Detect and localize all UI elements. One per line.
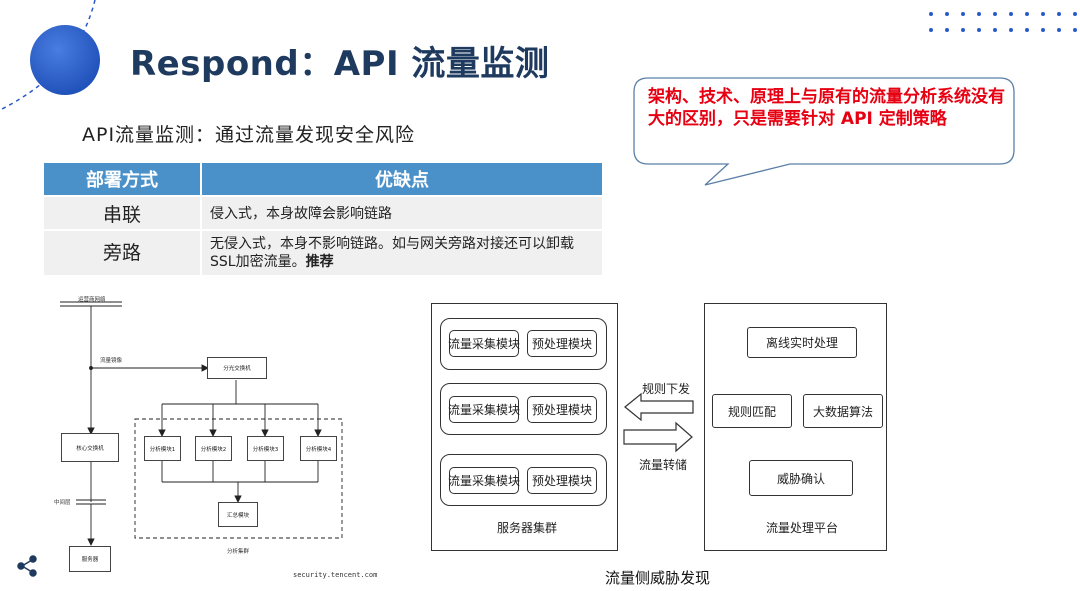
deployment-table: 部署方式 优缺点 串联 侵入式，本身故障会影响链路 旁路 无侵入式，本身不影响链… xyxy=(44,163,602,275)
right-diagram-arrows xyxy=(623,392,694,453)
page-title: Respond：API 流量监测 xyxy=(130,44,550,84)
table-row: 旁路 无侵入式，本身不影响链路。如与网关旁路对接还可以卸载SSL加密流量。推荐 xyxy=(44,229,602,275)
core-switch-box: 核心交换机 xyxy=(61,433,119,462)
middle-layer-label: 中间层 xyxy=(54,500,71,506)
server-cluster-label: 服务器集群 xyxy=(497,521,558,535)
analysis-module-box: 分析模块2 xyxy=(195,436,232,461)
recommend-emphasis: 推荐 xyxy=(305,254,334,270)
splitter-box: 分光交换机 xyxy=(207,357,267,379)
threat-confirm-box: 威胁确认 xyxy=(749,460,853,496)
header-method: 部署方式 xyxy=(44,163,202,196)
desc-text: 侵入式，本身故障会影响链路 xyxy=(210,206,392,222)
desc-cell: 侵入式，本身故障会影响链路 xyxy=(201,195,602,230)
desc-cell: 无侵入式，本身不影响链路。如与网关旁路对接还可以卸载SSL加密流量。推荐 xyxy=(201,229,602,275)
table-row: 串联 侵入式，本身故障会影响链路 xyxy=(44,195,602,230)
watermark: security.tencent.com xyxy=(293,571,378,579)
callout-text: 架构、技术、原理上与原有的流量分析系统没有大的区别，只是需要针对 API 定制策… xyxy=(648,87,1005,129)
blue-ball xyxy=(30,25,100,95)
preprocess-module: 预处理模块 xyxy=(527,396,597,423)
left-diagram-lines xyxy=(60,301,343,547)
cluster-label: 分析集群 xyxy=(227,549,250,555)
collect-module: 流量采集模块 xyxy=(448,396,520,423)
method-cell: 旁路 xyxy=(44,229,202,275)
analysis-module-box: 分析模块3 xyxy=(247,436,284,461)
callout-bubble xyxy=(633,77,1015,186)
page-subtitle: API流量监测：通过流量发现安全风险 xyxy=(82,124,416,146)
preprocess-module: 预处理模块 xyxy=(527,330,597,357)
diagram-caption: 流量侧威胁发现 xyxy=(605,569,711,587)
rule-match-box: 规则匹配 xyxy=(712,394,792,428)
rules-push-label: 规则下发 xyxy=(642,382,691,396)
platform-label: 流量处理平台 xyxy=(766,521,839,535)
operator-network-label: 运营商网络 xyxy=(78,297,106,303)
header-pros-cons: 优缺点 xyxy=(201,163,602,196)
desc-text: 无侵入式，本身不影响链路。如与网关旁路对接还可以卸载SSL加密流量。 xyxy=(210,236,574,270)
share-icon xyxy=(17,555,37,577)
preprocess-module: 预处理模块 xyxy=(527,467,597,494)
big-data-box: 大数据算法 xyxy=(803,394,883,428)
dot-grid xyxy=(929,12,1077,32)
analysis-module-box: 分析模块1 xyxy=(144,436,181,461)
server-box: 服务器 xyxy=(69,546,111,572)
collect-module: 流量采集模块 xyxy=(448,467,520,494)
collect-module: 流量采集模块 xyxy=(448,330,520,357)
analysis-module-box: 分析模块4 xyxy=(300,436,337,461)
mirror-label: 流量镜像 xyxy=(100,358,123,364)
method-cell: 串联 xyxy=(44,195,202,230)
summary-box: 汇总模块 xyxy=(218,502,258,527)
traffic-store-label: 流量转储 xyxy=(639,458,688,472)
offline-realtime-box: 离线实时处理 xyxy=(747,327,857,358)
table-header-row: 部署方式 优缺点 xyxy=(44,163,602,196)
